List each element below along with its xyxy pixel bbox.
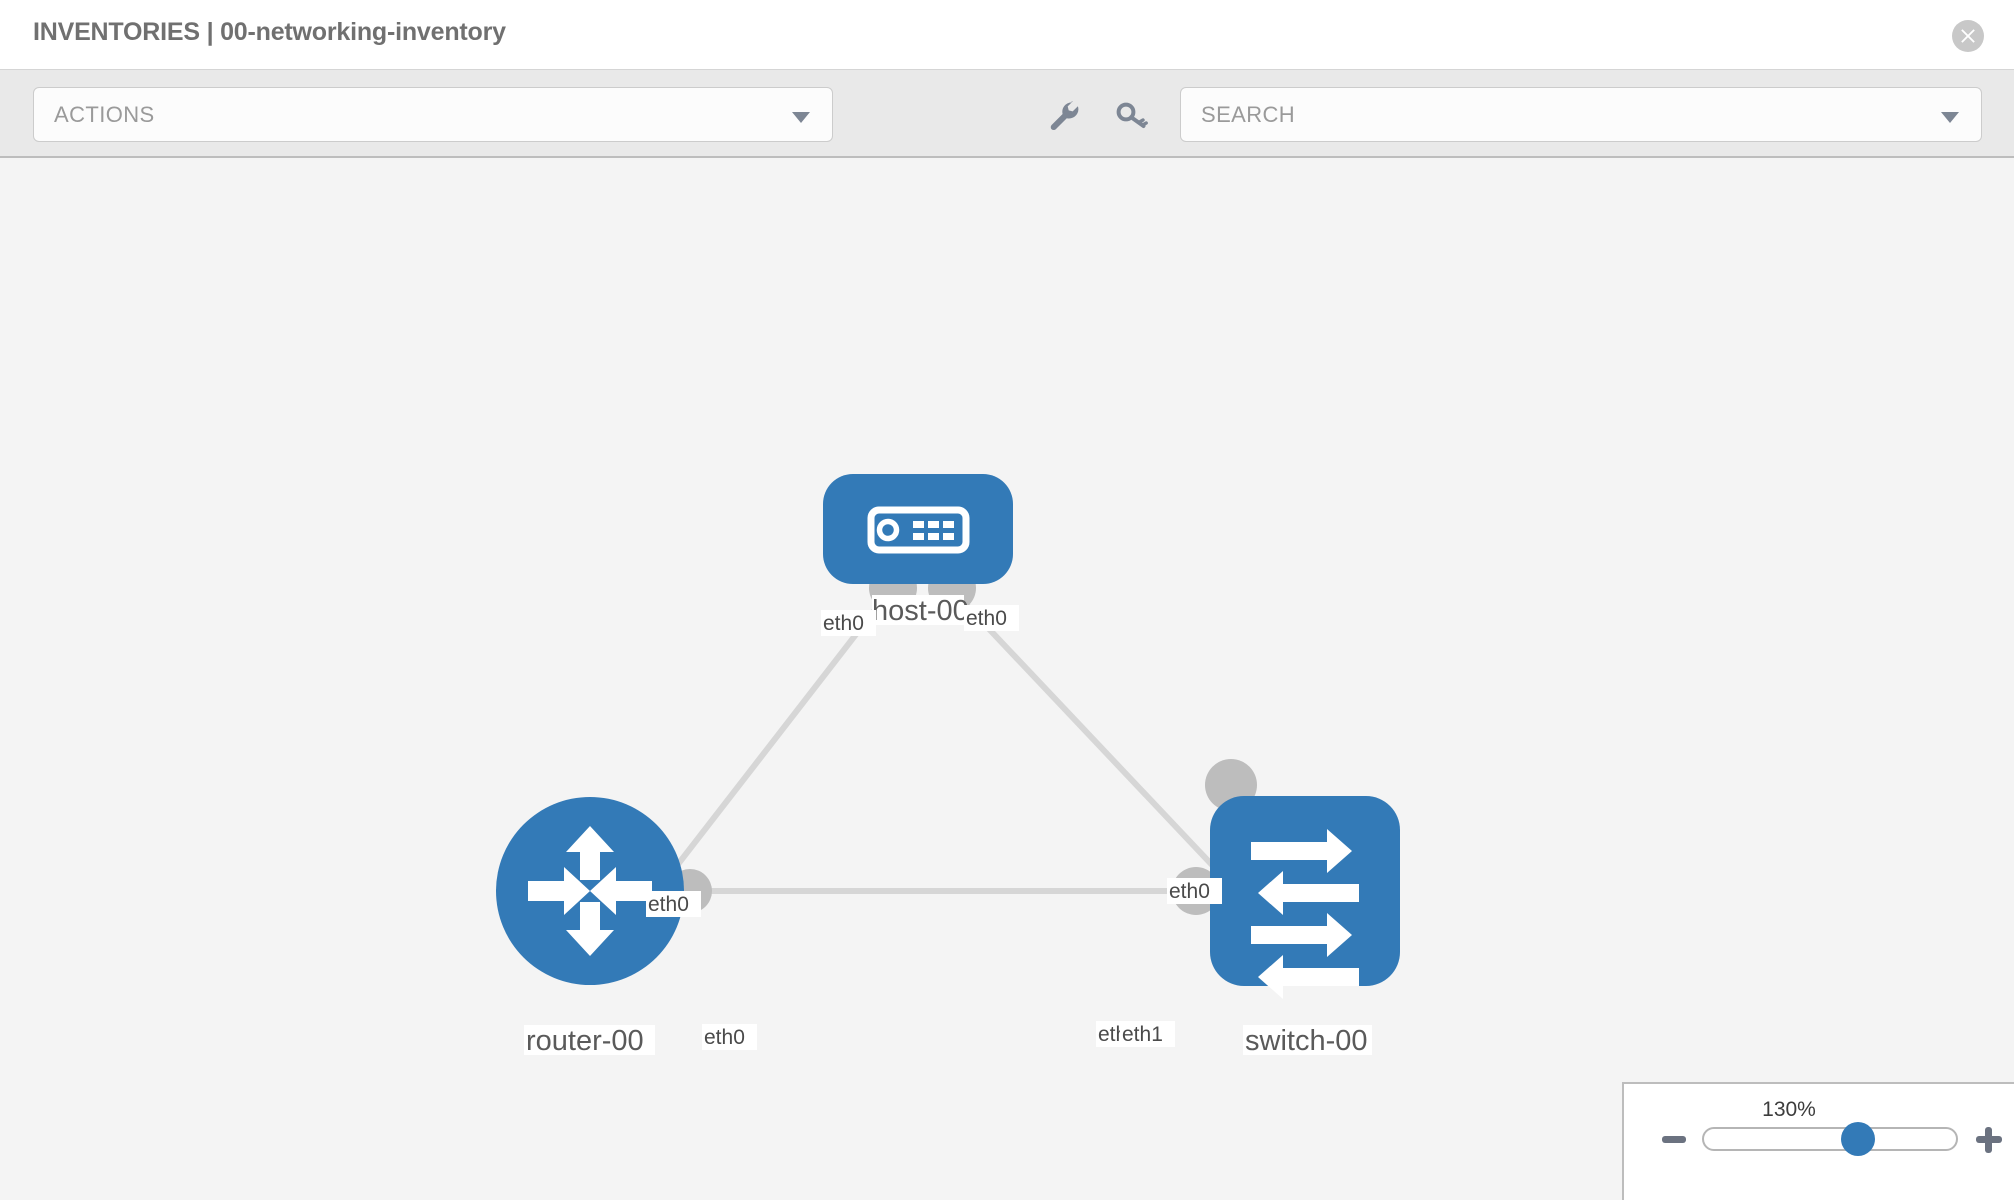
iface-text: eth0: [1169, 880, 1210, 903]
iface-label-host00-right: eth0: [964, 605, 1019, 631]
node-router-00[interactable]: router-00: [496, 797, 684, 1057]
page-title: INVENTORIES | 00-networking-inventory: [33, 18, 506, 46]
node-router-00-label: router-00: [526, 1025, 644, 1057]
actions-dropdown-label: ACTIONS: [54, 102, 155, 127]
node-router-00-label-bg: [524, 1025, 655, 1055]
iface-label-router00-north: eth0: [646, 891, 701, 917]
wrench-icon[interactable]: [1044, 96, 1084, 136]
interface-labels: eth0 eth0 eth0 eth0 eth0: [646, 605, 1222, 1050]
iface-label-switch00-north: eth0: [1167, 878, 1222, 904]
chevron-down-icon[interactable]: [1941, 112, 1959, 123]
zoom-control-panel: 130%: [1622, 1082, 2014, 1200]
node-host-00[interactable]: host-00: [823, 474, 1013, 627]
iface-text: eth0: [823, 612, 864, 635]
node-switch-00-label: switch-00: [1245, 1025, 1368, 1057]
chevron-down-icon: [792, 112, 810, 123]
switch-arrows-icon: [1251, 829, 1359, 999]
link-host00-router00[interactable]: [645, 591, 891, 905]
actions-dropdown[interactable]: ACTIONS: [33, 87, 833, 142]
node-host-00-label: host-00: [872, 595, 969, 627]
toolbar: ACTIONS SEARCH: [0, 69, 2014, 158]
router-arrows-icon: [528, 826, 652, 956]
node-host-00-shape[interactable]: [823, 474, 1013, 584]
zoom-out-button[interactable]: [1662, 1136, 1686, 1143]
topology-graph: host-00 router-00: [496, 474, 1400, 1057]
iface-text: eth0: [704, 1026, 745, 1049]
iface-label-switch00-west-eth1: eth1: [1120, 1021, 1175, 1047]
iface-text: eth0: [648, 893, 689, 916]
link-host00-switch00[interactable]: [952, 590, 1251, 906]
page-header: INVENTORIES | 00-networking-inventory: [0, 0, 2014, 69]
node-switch-00-label-bg: [1243, 1025, 1372, 1055]
iface-label-host00-left: eth0: [821, 610, 876, 636]
topology-links: [645, 590, 1251, 906]
search-field-container[interactable]: SEARCH: [1180, 87, 1982, 142]
server-icon: [867, 506, 970, 554]
zoom-level-label: 130%: [1762, 1098, 1816, 1121]
plus-icon: [1985, 1127, 1992, 1153]
iface-text: eth0: [966, 607, 1007, 630]
node-host-00-label-bg: [872, 595, 964, 625]
node-switch-00[interactable]: switch-00: [1210, 796, 1400, 1057]
zoom-slider-thumb[interactable]: [1841, 1122, 1875, 1156]
close-icon[interactable]: [1952, 20, 1984, 52]
iface-label-router00-east: eth0: [702, 1024, 757, 1050]
topology-canvas[interactable]: host-00 router-00: [0, 158, 2014, 1200]
iface-text: eth1: [1122, 1023, 1163, 1046]
search-input[interactable]: [1181, 88, 1921, 141]
key-icon[interactable]: [1112, 96, 1152, 136]
zoom-slider-track[interactable]: [1702, 1122, 1958, 1156]
